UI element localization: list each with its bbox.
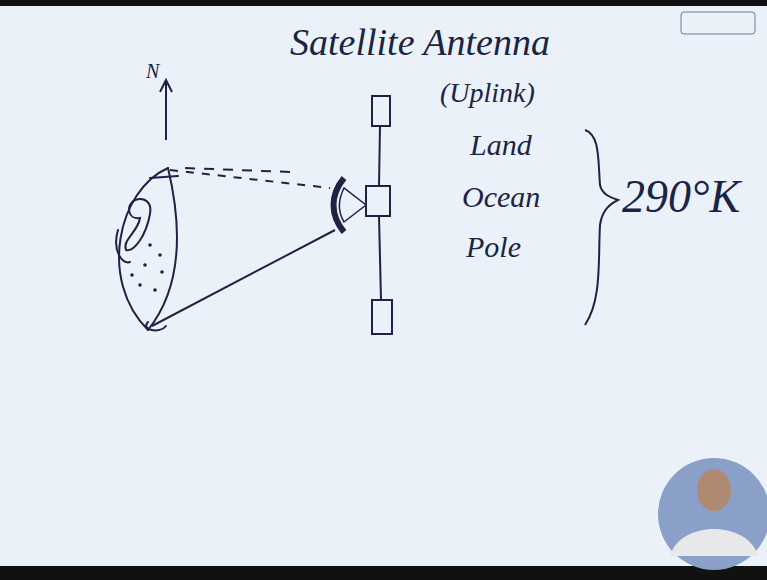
temperature-value: 290°K: [622, 172, 740, 223]
beam-upper: [170, 170, 330, 188]
earth-pole-mark: [150, 176, 178, 178]
presenter-inset: [658, 458, 767, 570]
slide-title: Satellite Antenna: [290, 22, 550, 64]
terrain-label: Land: [470, 128, 532, 161]
ocean-dots: [130, 243, 164, 292]
bottom-band: [0, 566, 767, 580]
boom-bottom: [379, 216, 381, 300]
north-arrowhead: [160, 80, 172, 92]
solar-panel-top: [372, 96, 390, 126]
beam-guide: [185, 168, 290, 172]
satellite-body: [366, 186, 390, 216]
beam-lines: [152, 168, 335, 326]
earth-left-edge: [119, 168, 168, 330]
earth-right-edge: [148, 168, 177, 330]
boom-top: [379, 126, 380, 186]
north-arrow: [160, 80, 172, 140]
satellite-symbol: [334, 96, 393, 334]
solar-panel-bottom: [372, 300, 392, 334]
terrain-label: Ocean: [462, 180, 540, 213]
subtitle: (Uplink): [440, 78, 535, 109]
top-band: [0, 0, 767, 6]
terrain-label: Pole: [466, 230, 521, 263]
earth-sketch: [116, 168, 178, 330]
logo-box: [681, 12, 755, 34]
dish-feed: [340, 188, 367, 222]
coast-sketch: [116, 230, 130, 262]
north-arrow-shaft: [165, 82, 167, 140]
beam-lower: [152, 230, 335, 326]
curly-brace: [585, 130, 618, 325]
compass-label: N: [146, 60, 159, 82]
continent-sketch: [125, 199, 150, 250]
